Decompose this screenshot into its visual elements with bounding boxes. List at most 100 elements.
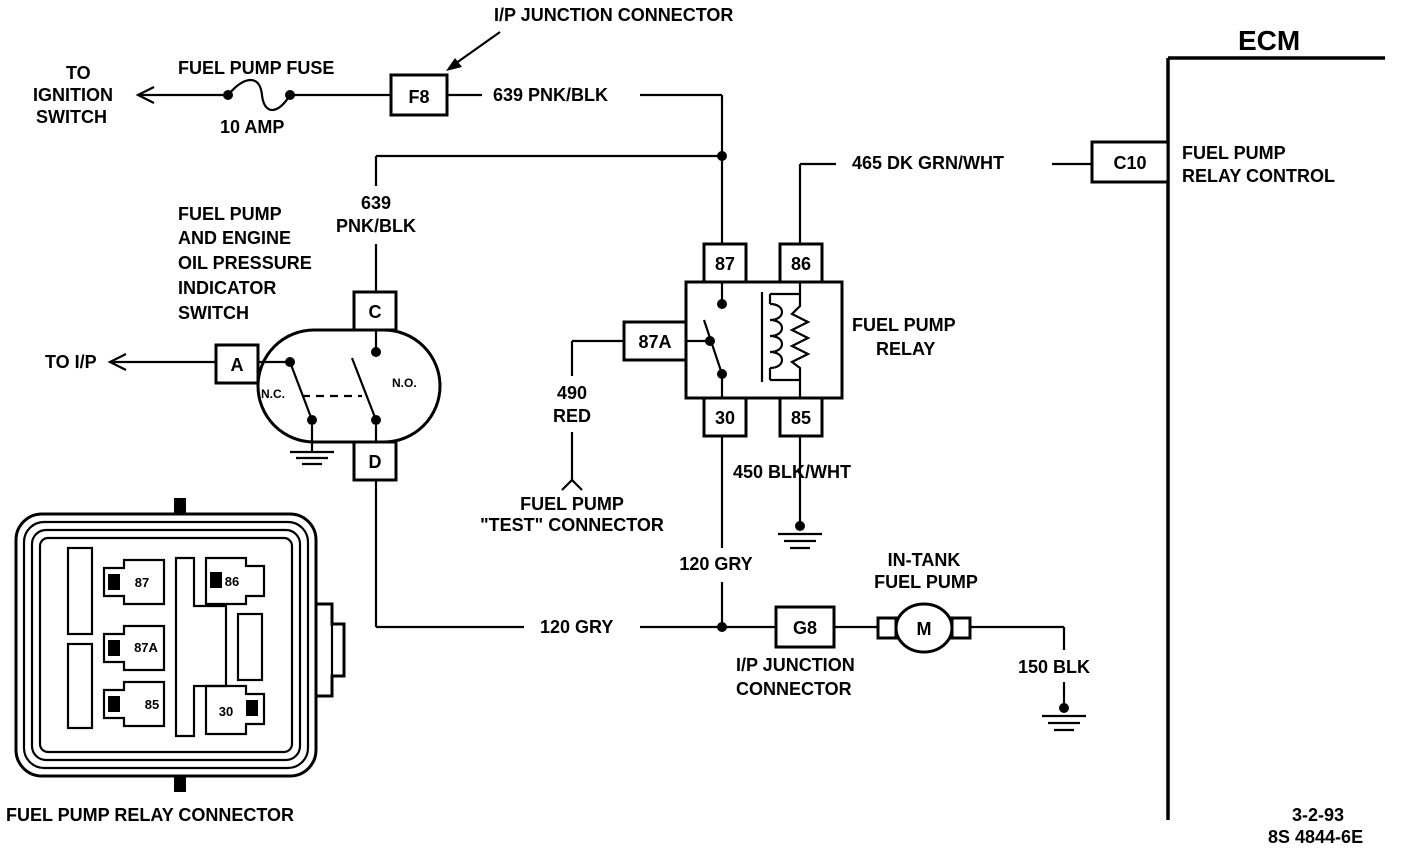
test-connector-label-1: FUEL PUMP — [520, 494, 624, 514]
terminal-a-label: A — [231, 355, 244, 375]
oil-switch-title-1: FUEL PUMP — [178, 204, 282, 224]
oil-switch-title-3: OIL PRESSURE — [178, 253, 312, 273]
connector-pin-87a: 87A — [102, 624, 166, 672]
relay-title-1: FUEL PUMP — [852, 315, 956, 335]
pump-title-2: FUEL PUMP — [874, 572, 978, 592]
test-connector-label-2: "TEST" CONNECTOR — [480, 515, 664, 535]
relay-terminal-85-label: 85 — [791, 408, 811, 428]
gry-circuit: 120 GRY 120 GRY — [374, 436, 776, 637]
ground-icon — [1042, 714, 1086, 732]
wire-label-639-top: 639 PNK/BLK — [493, 85, 608, 105]
pointer-arrow-icon — [446, 58, 462, 71]
pump-title-1: IN-TANK — [888, 550, 961, 570]
wire-label-120-vertical: 120 GRY — [679, 554, 752, 574]
splice-point-bottom — [717, 622, 727, 632]
ecm-terminal-label-line2: RELAY CONTROL — [1182, 166, 1335, 186]
pump-terminal-left — [876, 616, 898, 640]
connector-outer-shell — [14, 512, 318, 778]
relay-terminal-87a-label: 87A — [638, 332, 671, 352]
wire-label-120-horizontal: 120 GRY — [540, 617, 613, 637]
relay-terminal-30-label: 30 — [715, 408, 735, 428]
svg-text:86: 86 — [225, 574, 239, 589]
fuse-symbol-icon — [227, 78, 291, 112]
wire-label-450: 450 BLK/WHT — [733, 462, 851, 482]
wire-label-639-side-2: PNK/BLK — [336, 216, 416, 236]
oil-switch-title-2: AND ENGINE — [178, 228, 291, 248]
oil-pressure-switch: FUEL PUMP AND ENGINE OIL PRESSURE INDICA… — [45, 204, 442, 482]
motor-icon — [894, 602, 954, 654]
nc-contact-blade — [288, 361, 314, 421]
fuel-pump-relay: FUEL PUMP RELAY 87 86 87A 30 85 — [622, 242, 956, 438]
oil-switch-terminal-a — [214, 343, 260, 385]
wire-label-465: 465 DK GRN/WHT — [852, 153, 1004, 173]
test-connector-circuit: 490 RED FUEL PUMP "TEST" CONNECTOR — [480, 339, 664, 535]
ecm-terminal-label-line1: FUEL PUMP — [1182, 143, 1286, 163]
wire-label-red: RED — [553, 406, 591, 426]
g8-terminal-label: G8 — [793, 618, 817, 638]
arrow-left-icon — [107, 353, 127, 371]
fuse-rating: 10 AMP — [220, 117, 284, 137]
to-ignition-line2: IGNITION — [33, 85, 113, 105]
connector-latch — [314, 602, 346, 698]
svg-text:87A: 87A — [134, 640, 158, 655]
to-ip-label: TO I/P — [45, 352, 97, 372]
ecm-title: ECM — [1238, 25, 1300, 56]
test-connector-icon — [561, 478, 583, 491]
ecm-terminal-c10-label: C10 — [1113, 153, 1146, 173]
relay-terminal-87-label: 87 — [715, 254, 735, 274]
svg-text:85: 85 — [145, 697, 159, 712]
relay-contact-blade — [702, 319, 724, 375]
blk-wht-ground: 450 BLK/WHT — [733, 436, 851, 550]
relay-connector-title: FUEL PUMP RELAY CONNECTOR — [6, 805, 294, 825]
svg-text:87: 87 — [135, 575, 149, 590]
footer-ref: 8S 4844-6E — [1268, 827, 1363, 847]
ecm-terminal-c10 — [1090, 140, 1170, 184]
pump-circuit: G8 I/P JUNCTION CONNECTOR IN-TANK FUEL P… — [736, 550, 1090, 732]
pnk-blk-circuit: 639 PNK/BLK 639 PNK/BLK — [336, 85, 727, 292]
wire-label-150: 150 BLK — [1018, 657, 1090, 677]
connector-pin-86: 86 — [204, 556, 266, 606]
footer-date: 3-2-93 — [1292, 805, 1344, 825]
no-label: N.O. — [392, 376, 417, 390]
connector-pin-87: 87 — [102, 558, 166, 606]
footer: 3-2-93 8S 4844-6E — [1268, 805, 1363, 847]
relay-terminal-87 — [702, 242, 748, 284]
pump-terminal-right — [950, 616, 972, 640]
ip-junction-bottom-label-1: I/P JUNCTION — [736, 655, 855, 675]
relay-coil-icon — [760, 282, 811, 398]
oil-switch-title-5: SWITCH — [178, 303, 249, 323]
connector-pin-30: 30 — [204, 684, 266, 736]
connector-pin-85: 85 — [102, 680, 166, 728]
f8-terminal-label: F8 — [408, 87, 429, 107]
wire-label-490: 490 — [557, 383, 587, 403]
relay-title-2: RELAY — [876, 339, 935, 359]
f8-terminal — [389, 73, 449, 117]
ip-junction-bottom-label-2: CONNECTOR — [736, 679, 852, 699]
terminal-d-label: D — [369, 452, 382, 472]
ground-icon — [290, 446, 334, 466]
motor-symbol: M — [917, 619, 932, 639]
ip-junction-top-label: I/P JUNCTION CONNECTOR — [494, 5, 733, 25]
g8-terminal — [774, 605, 836, 649]
ecm-module: ECM C10 FUEL PUMP RELAY CONTROL — [1090, 25, 1385, 820]
fuse-title: FUEL PUMP FUSE — [178, 58, 334, 78]
oil-switch-title-4: INDICATOR — [178, 278, 276, 298]
wire-label-639-side-1: 639 — [361, 193, 391, 213]
ip-junction-pointer — [451, 31, 501, 67]
ground-icon — [778, 532, 822, 550]
relay-terminal-86-label: 86 — [791, 254, 811, 274]
terminal-c-label: C — [369, 302, 382, 322]
no-contact-blade — [350, 357, 378, 421]
fuse-section: TO IGNITION SWITCH FUEL PUMP FUSE 10 AMP… — [33, 5, 733, 137]
to-ignition-line3: SWITCH — [36, 107, 107, 127]
relay-terminal-30 — [702, 396, 748, 438]
arrow-left-icon — [135, 86, 155, 104]
oil-switch-body — [256, 328, 442, 444]
svg-text:30: 30 — [219, 704, 233, 719]
relay-connector-drawing: 87 86 87A 85 30 FUEL PUMP RELAY CONNECTO… — [6, 498, 346, 825]
nc-label: N.C. — [261, 387, 285, 401]
relay-terminal-86 — [778, 242, 824, 284]
to-ignition-line1: TO — [66, 63, 91, 83]
dk-grn-wht-circuit: 465 DK GRN/WHT — [798, 153, 1092, 244]
